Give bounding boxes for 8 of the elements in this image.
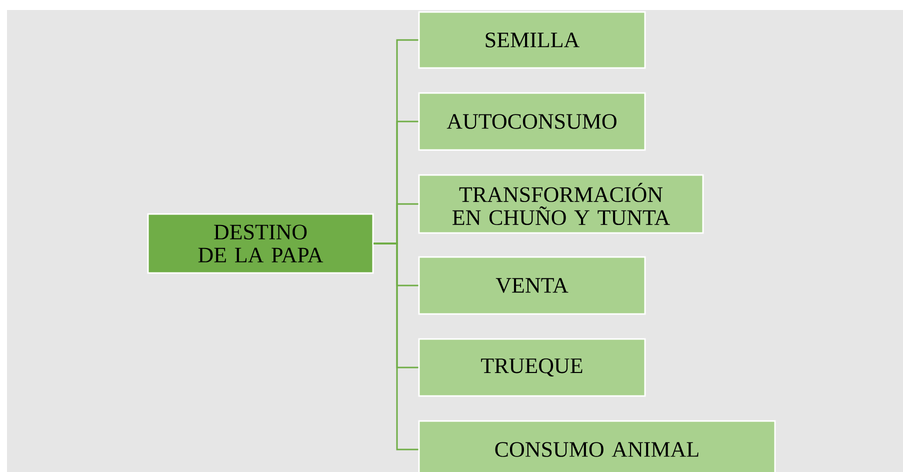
category-box: TRANSFORMACIÓN EN CHUÑO Y TUNTA: [418, 174, 704, 234]
category-box: VENTA: [418, 256, 646, 315]
root-box: DESTINO DE LA PAPA: [147, 213, 374, 274]
connector-line: [374, 242, 418, 450]
category-box: SEMILLA: [418, 11, 646, 69]
category-box: TRUEQUE: [418, 338, 646, 397]
category-box: AUTOCONSUMO: [418, 92, 646, 151]
category-box: CONSUMO ANIMAL: [418, 420, 776, 472]
